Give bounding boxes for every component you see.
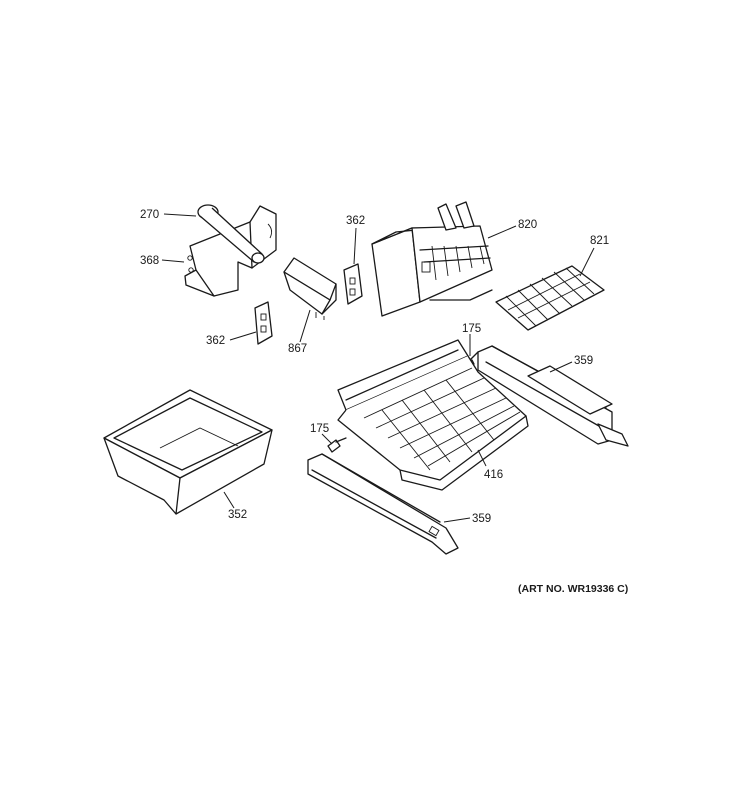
callout-labels: 270 368 362 362 867 820 821 175 359 416 … — [140, 209, 609, 525]
part-368-bracket — [184, 205, 277, 297]
callout-359-right: 359 — [574, 355, 593, 367]
callout-359-left: 359 — [472, 513, 491, 525]
leader-270 — [163, 213, 197, 217]
callout-175-left: 175 — [310, 423, 329, 435]
part-270-tube — [197, 204, 265, 264]
leader-362-upper — [353, 227, 357, 265]
part-416-shelf — [337, 339, 529, 491]
part-362-clip-lower — [254, 301, 273, 345]
callout-821: 821 — [590, 235, 609, 247]
leader-867 — [299, 309, 311, 343]
leader-821 — [579, 247, 595, 277]
callout-175-right: 175 — [462, 323, 481, 335]
leader-820 — [487, 225, 517, 239]
part-359-rail-right — [477, 345, 629, 447]
part-359-rail-left — [307, 453, 459, 555]
part-362-clip-upper — [343, 263, 363, 305]
callout-352: 352 — [228, 509, 247, 521]
art-number: (ART NO. WR19336 C) — [518, 583, 628, 595]
callout-362-lower: 362 — [206, 335, 225, 347]
leader-359-right — [549, 361, 573, 373]
part-175-screw-left — [327, 437, 347, 453]
callout-270: 270 — [140, 209, 159, 221]
leader-362-lower — [229, 331, 257, 341]
callout-362-upper: 362 — [346, 215, 365, 227]
leader-lines — [161, 213, 595, 523]
callout-416: 416 — [484, 469, 503, 481]
callout-820: 820 — [518, 219, 537, 231]
part-820-ice-maker — [371, 201, 493, 317]
callout-368: 368 — [140, 255, 159, 267]
part-821-rack — [495, 265, 605, 331]
part-867-cup — [283, 257, 337, 320]
leader-359-left — [443, 517, 471, 523]
leader-368 — [161, 259, 185, 263]
leader-175-left — [321, 433, 333, 445]
leader-352 — [223, 491, 235, 509]
part-352-bucket — [103, 389, 273, 515]
callout-867: 867 — [288, 343, 307, 355]
leader-416 — [477, 449, 487, 467]
